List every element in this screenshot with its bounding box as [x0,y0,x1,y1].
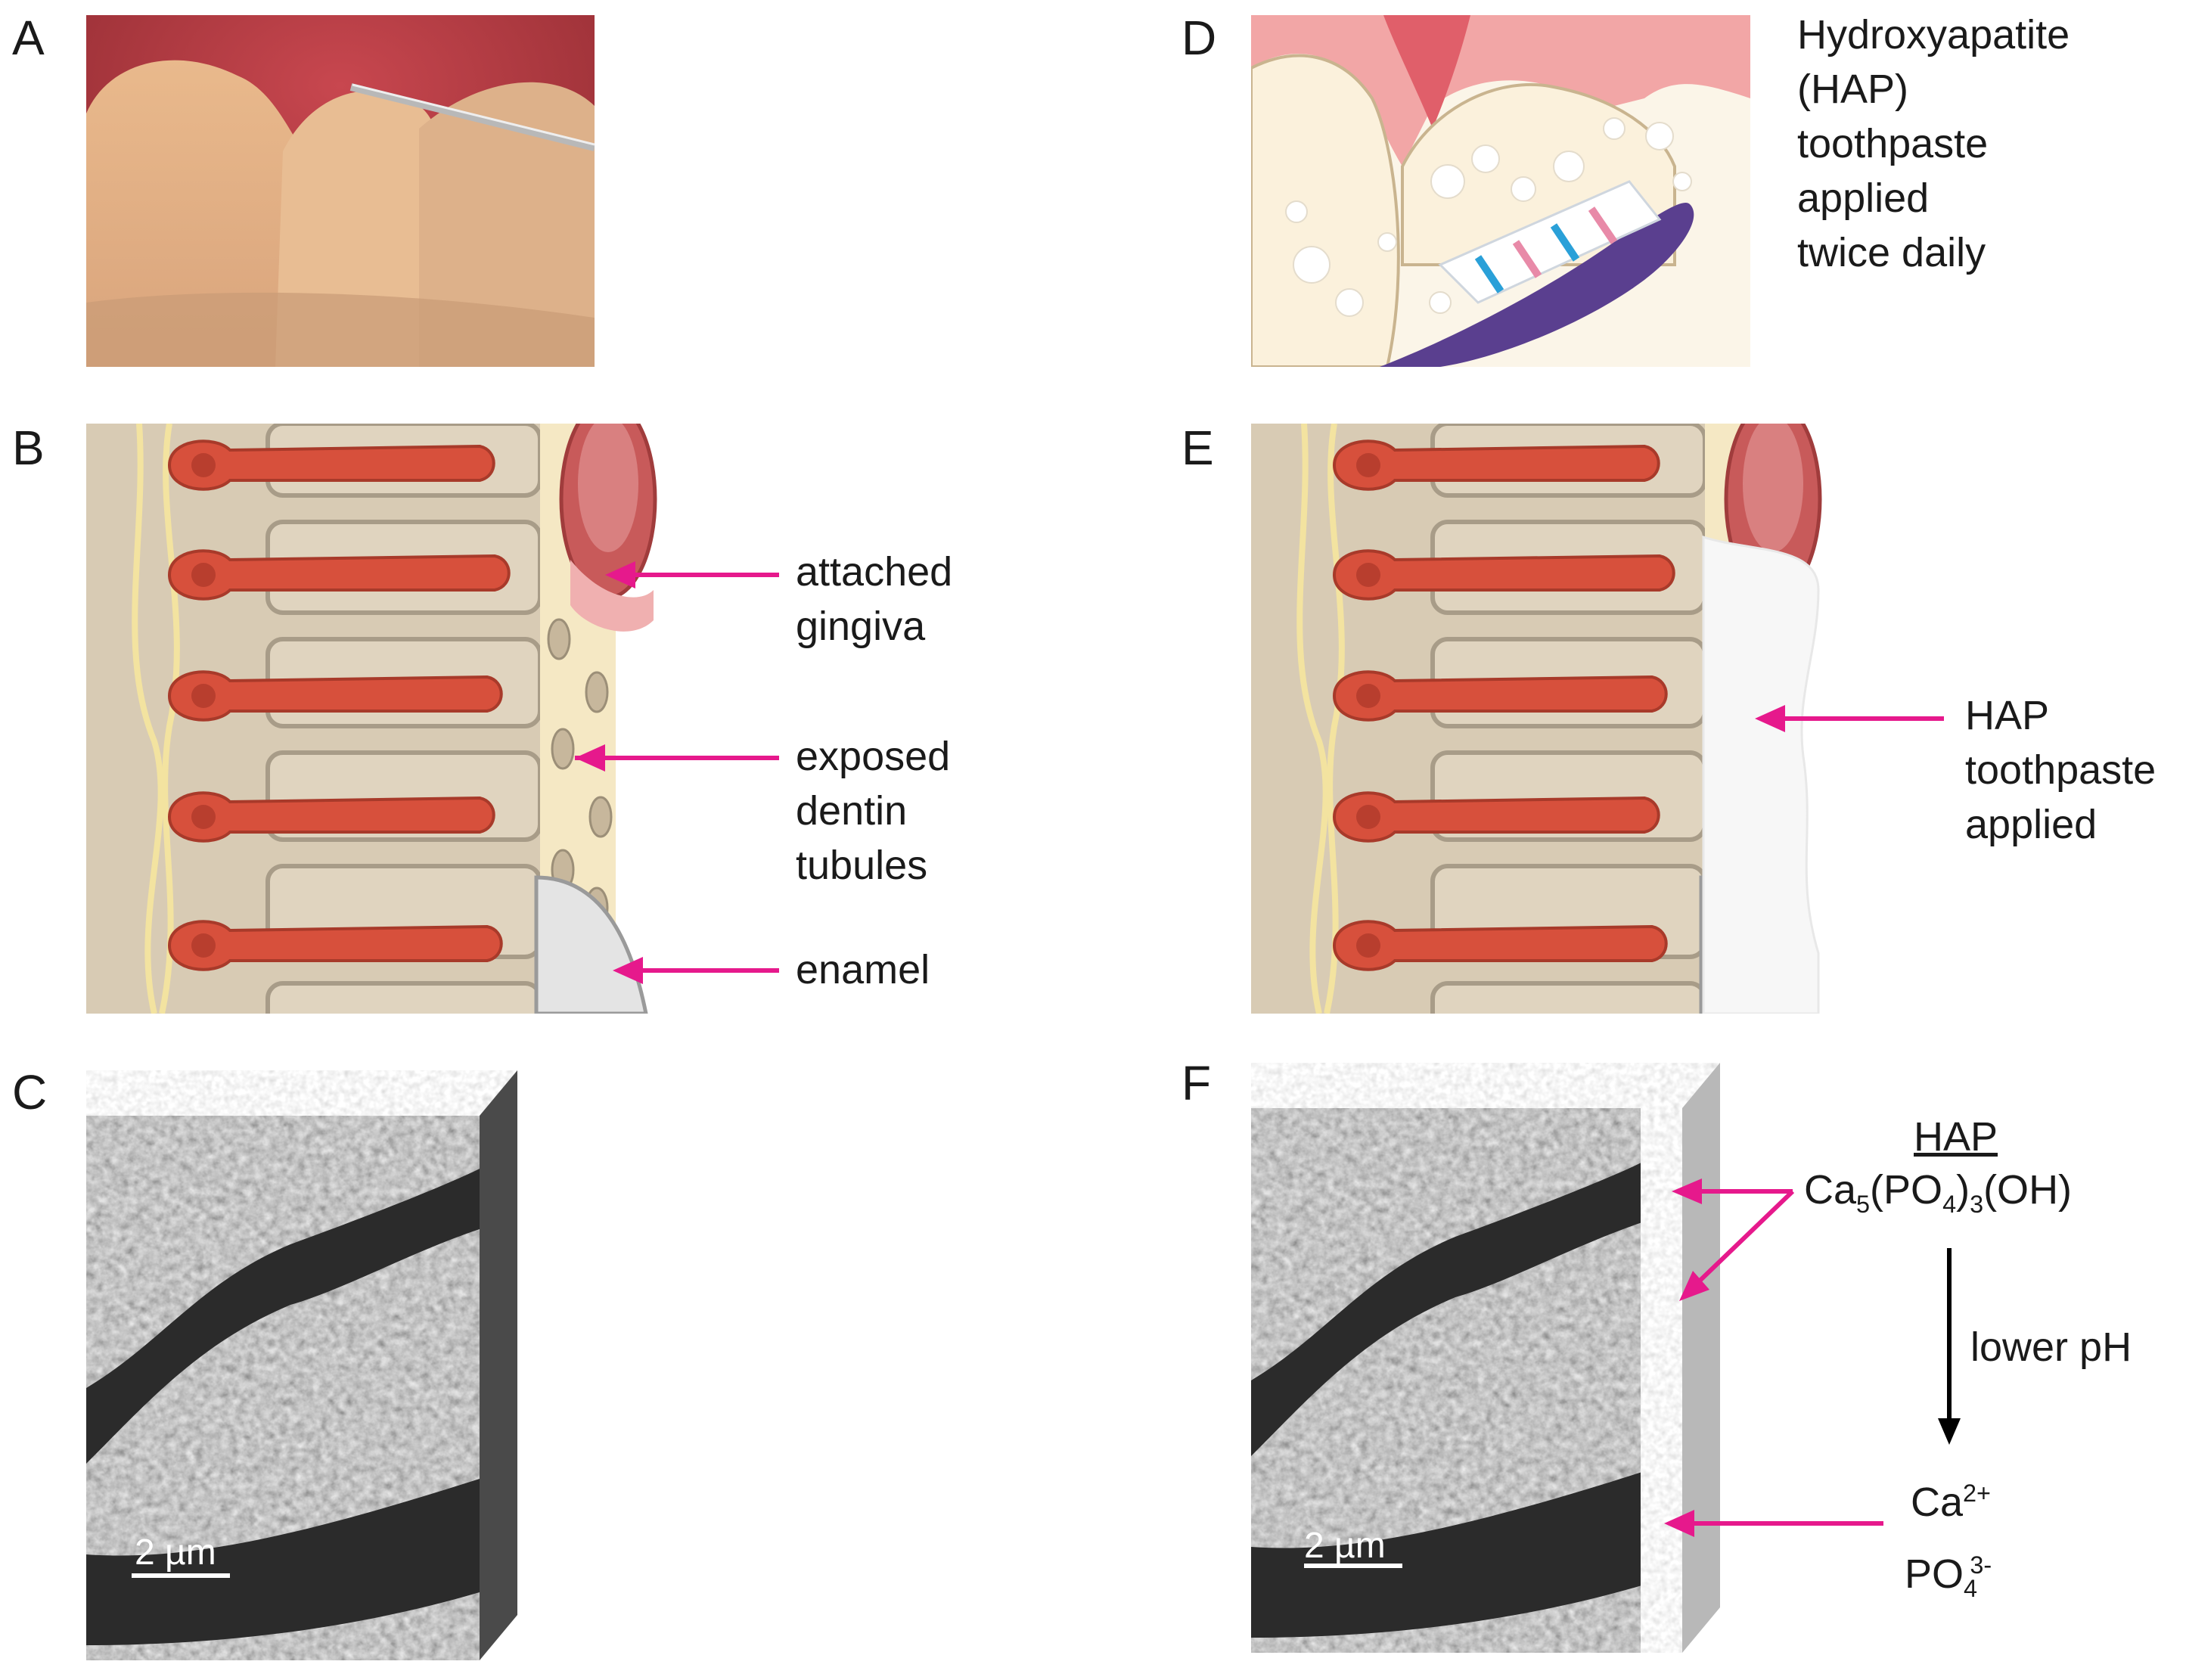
panel-e-arrow [1755,705,1944,732]
dentin-tubules-hap-applied-illustration [1251,424,1826,1014]
scale-bar-label-f: 2 µm [1304,1526,1386,1566]
panel-b-arrows [575,561,779,984]
panel-letter-c: C [12,1065,48,1119]
dentin-tubules-exposed-illustration [86,424,661,1014]
scale-bar-label-c: 2 µm [135,1532,216,1573]
sem-dentin-block-occluded-tubules [1251,1063,1720,1653]
enamel [534,875,648,1014]
gum-recession-photo [86,15,595,367]
toothbrushing-illustration [1251,15,1750,367]
sem-dentin-block-open-tubules [86,1070,517,1660]
panel-letter-d: D [1181,11,1217,65]
toothbrush [1380,180,1694,367]
probe [349,83,595,151]
hap-paste-layer [1702,535,1820,1014]
hap-formula: Ca5(PO4)3(OH) [1804,1167,2073,1218]
label-attached-gingiva: attached gingiva [796,549,953,649]
panel-f-arrows [1664,1178,1961,1537]
panel-letter-b: B [12,421,45,475]
caption-hap-toothpaste-twice-daily: Hydroxyapatite (HAP) toothpaste applied … [1797,12,2070,275]
ion-phosphate: PO43- [1905,1551,1992,1602]
label-hap-toothpaste-applied: HAP toothpaste applied [1965,693,2157,847]
ion-calcium: Ca2+ [1911,1480,1991,1525]
hap-layer [1641,1108,1682,1653]
panel-letter-a: A [12,11,45,65]
label-enamel: enamel [796,947,930,992]
hap-title: HAP [1914,1114,1998,1160]
odontoblast-processes [167,439,511,971]
label-lower-ph: lower pH [1970,1324,2132,1370]
label-exposed-dentin-tubules: exposed dentin tubules [796,734,951,888]
panel-letter-e: E [1181,421,1214,475]
panel-letter-f: F [1181,1056,1212,1110]
